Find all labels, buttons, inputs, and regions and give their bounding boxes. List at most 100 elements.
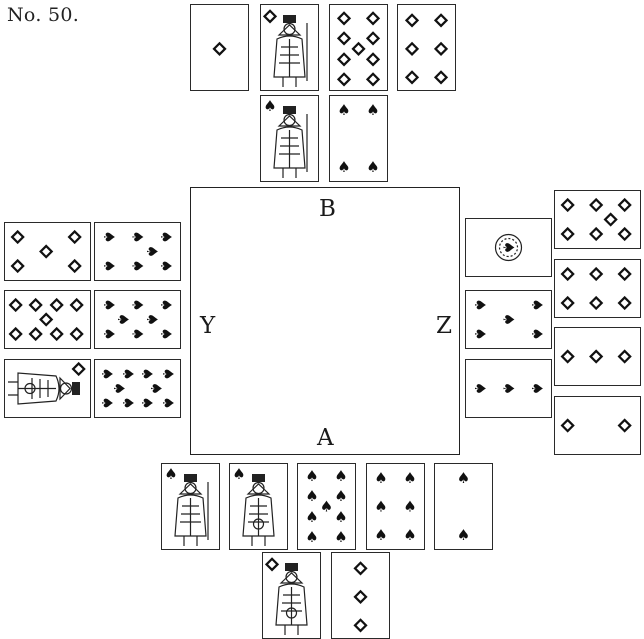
spade-pip-icon: ♠ xyxy=(129,327,147,340)
eight-of-spades-art: ♠♠♠♠♠♠♠♠ xyxy=(95,291,180,348)
diamond-pip-icon: ◇ xyxy=(588,228,607,241)
spade-pip-icon: ♠ xyxy=(143,313,161,326)
spade-pip-icon: ♠ xyxy=(528,382,546,395)
spade-pip-icon: ♠ xyxy=(320,498,333,516)
diamond-pip-icon: ◇ xyxy=(49,328,68,341)
spade-pip-icon: ♠ xyxy=(100,230,118,243)
spade-pip-icon: ♠ xyxy=(334,528,347,546)
spade-pip-icon: ♠ xyxy=(403,498,416,516)
diamond-pip-icon: ◇ xyxy=(560,350,579,363)
diamond-pip-icon: ◇ xyxy=(10,231,29,244)
spade-pip-icon: ♠ xyxy=(528,298,546,311)
seat-label-south: A xyxy=(317,425,334,451)
spade-pip-icon: ♠ xyxy=(471,298,489,311)
diamond-pip-icon: ◇ xyxy=(338,69,351,88)
diamond-pip-icon: ◇ xyxy=(617,419,636,432)
jack-of-spades-art: ♠ xyxy=(261,96,318,181)
diamond-pip-icon: ◇ xyxy=(67,231,86,244)
spade-pip-icon: ♠ xyxy=(114,313,132,326)
spade-pip-icon: ♠ xyxy=(403,526,416,544)
diamond-pip-icon: ◇ xyxy=(588,350,607,363)
diamond-pip-icon: ◇ xyxy=(560,297,579,310)
diamond-pip-icon: ◇ xyxy=(8,299,27,312)
three-of-diamonds-art: ◇◇◇ xyxy=(555,328,640,385)
card-east-1: ♠ ♠ ♠ ♠ ♠ xyxy=(465,290,552,349)
diamond-pip-icon: ◇ xyxy=(38,245,57,258)
nine-of-spades-art: ♠♠♠♠♠♠♠♠♠ xyxy=(298,464,355,549)
diamond-pip-icon: ◇ xyxy=(354,586,367,605)
card-south-0: ♠ xyxy=(161,463,220,550)
spade-pip-icon: ♠ xyxy=(374,526,387,544)
spade-pip-icon: ♠ xyxy=(98,396,116,409)
spade-pip-icon: ♠ xyxy=(157,259,175,272)
diamond-pip-icon: ◇ xyxy=(338,8,351,27)
queen-of-diamonds-art: ◇ xyxy=(5,360,90,417)
seven-of-spades-art: ♠♠♠♠♠♠♠ xyxy=(95,223,180,280)
diamond-pip-icon: ◇ xyxy=(49,299,68,312)
diamond-pip-icon: ◇ xyxy=(367,69,380,88)
diamond-pip-icon: ◇ xyxy=(406,38,419,57)
diamond-pip-icon: ◇ xyxy=(352,38,365,57)
card-south-6: ◇ ◇ ◇ xyxy=(331,552,390,639)
spade-pip-icon: ♠ xyxy=(119,396,137,409)
spade-pip-icon: ♠ xyxy=(110,382,128,395)
seat-label-west: Y xyxy=(200,313,215,339)
card-east-6: ◇◇ xyxy=(554,396,641,455)
spade-pip-icon: ♠ xyxy=(147,382,165,395)
spade-pip-icon: ♠ xyxy=(374,498,387,516)
card-east-4: ◇◇◇◇◇◇ xyxy=(554,259,641,318)
card-west-1: ◇◇◇◇◇◇◇◇◇ xyxy=(4,290,91,349)
card-south-5: ◇ xyxy=(262,552,321,639)
spade-pip-icon: ♠ xyxy=(129,259,147,272)
spade-pip-icon: ♠ xyxy=(500,382,518,395)
spade-pip-icon: ♠ xyxy=(457,526,470,544)
five-of-diamonds-art: ◇◇◇◇◇ xyxy=(5,223,90,280)
three-of-spades-art: ♠♠♠ xyxy=(466,360,551,417)
spade-pip-icon: ♠ xyxy=(138,396,156,409)
card-south-1: ♠ xyxy=(229,463,288,550)
five-of-spades-art: ♠ ♠ ♠ ♠ ♠ xyxy=(466,291,551,348)
diamond-pip-icon: ◇ xyxy=(617,268,636,281)
card-south-2: ♠♠♠♠♠♠♠♠♠ xyxy=(297,463,356,550)
spade-pip-icon: ♠ xyxy=(159,367,177,380)
diamond-pip-icon: ◇ xyxy=(560,268,579,281)
spade-pip-icon: ♠ xyxy=(334,508,347,526)
svg-text:♠: ♠ xyxy=(164,465,177,483)
nine-of-diamonds-art: ◇◇◇◇◇◇◇◇◇ xyxy=(5,291,90,348)
card-east-5: ◇◇◇ xyxy=(554,327,641,386)
card-west-3: ♠♠♠♠♠♠♠ xyxy=(94,222,181,281)
diamond-pip-icon: ◇ xyxy=(69,328,88,341)
svg-text:◇: ◇ xyxy=(71,363,90,376)
spade-pip-icon: ♠ xyxy=(157,230,175,243)
spade-pip-icon: ♠ xyxy=(98,367,116,380)
card-table xyxy=(190,187,460,455)
six-of-spades-art: ♠♠♠♠♠♠ xyxy=(367,464,424,549)
card-north-1: ◇ xyxy=(260,4,319,91)
diamond-pip-icon: ◇ xyxy=(560,419,579,432)
card-north-2: ◇◇◇◇◇◇◇◇◇ xyxy=(329,4,388,91)
diamond-pip-icon: ◇ xyxy=(354,615,367,634)
six-of-diamonds-art: ◇◇◇◇◇◇ xyxy=(398,5,455,90)
diamond-pip-icon: ◇ xyxy=(28,299,47,312)
spade-pip-icon: ♠ xyxy=(471,327,489,340)
card-north-5: ♠♠♠♠ xyxy=(329,95,388,182)
spade-pip-icon: ♠ xyxy=(500,241,518,254)
card-south-4: ♠♠ xyxy=(434,463,493,550)
diamond-pip-icon: ◇ xyxy=(10,260,29,273)
spade-pip-icon: ♠ xyxy=(528,327,546,340)
diamond-pip-icon: ◇ xyxy=(588,268,607,281)
diamond-pip-icon: ◇ xyxy=(367,8,380,27)
card-north-3: ◇◇◇◇◇◇ xyxy=(397,4,456,91)
spade-pip-icon: ♠ xyxy=(366,158,379,176)
diamond-pip-icon: ◇ xyxy=(588,199,607,212)
svg-text:♠: ♠ xyxy=(263,97,276,115)
spade-pip-icon: ♠ xyxy=(143,245,161,258)
diamond-pip-icon: ◇ xyxy=(354,558,367,577)
spade-pip-icon: ♠ xyxy=(500,313,518,326)
two-of-diamonds-art: ◇◇ xyxy=(555,397,640,454)
diamond-pip-icon: ◇ xyxy=(38,313,57,326)
spade-pip-icon: ♠ xyxy=(305,528,318,546)
seat-label-north: B xyxy=(319,196,336,222)
spade-pip-icon: ♠ xyxy=(305,467,318,485)
card-east-0: ♠ xyxy=(465,218,552,277)
